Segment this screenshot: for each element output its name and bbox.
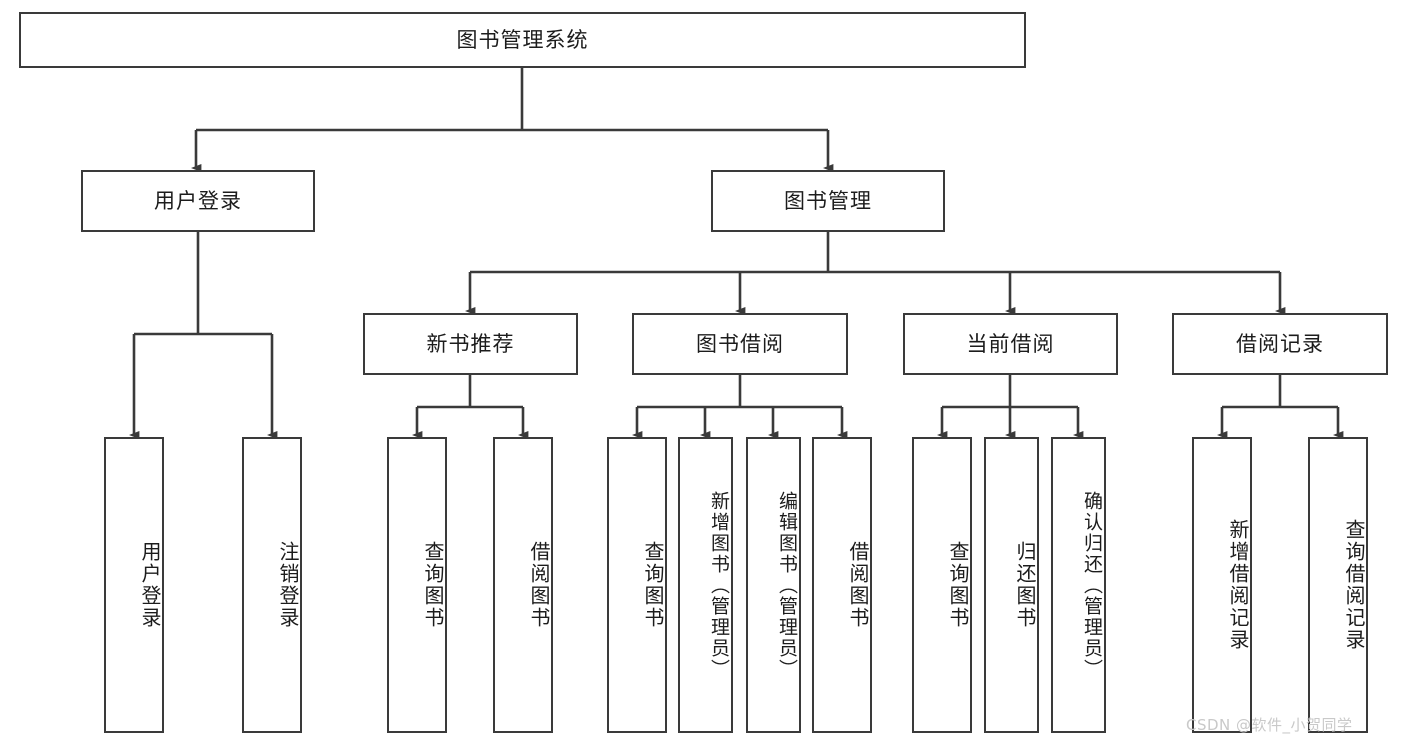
- leaf-add-book-admin[interactable]: 新增图书（管理员）: [678, 437, 733, 733]
- leaf-edit-book-admin[interactable]: 编辑图书（管理员）: [746, 437, 801, 733]
- csdn-watermark: CSDN @软件_小贺同学: [1186, 716, 1353, 734]
- node-book-management[interactable]: 图书管理: [711, 170, 945, 232]
- node-root-system[interactable]: 图书管理系统: [19, 12, 1026, 68]
- leaf-add-borrow-record[interactable]: 新增借阅记录: [1192, 437, 1252, 733]
- node-user-login[interactable]: 用户登录: [81, 170, 315, 232]
- leaf-query-book-borrow[interactable]: 查询图书: [607, 437, 667, 733]
- leaf-query-book-recommend[interactable]: 查询图书: [387, 437, 447, 733]
- node-new-book-recommend[interactable]: 新书推荐: [363, 313, 578, 375]
- leaf-borrow-book-recommend[interactable]: 借阅图书: [493, 437, 553, 733]
- node-current-borrow[interactable]: 当前借阅: [903, 313, 1118, 375]
- leaf-user-login[interactable]: 用户登录: [104, 437, 164, 733]
- leaf-confirm-return-admin[interactable]: 确认归还（管理员）: [1051, 437, 1106, 733]
- leaf-logout[interactable]: 注销登录: [242, 437, 302, 733]
- leaf-query-book-current[interactable]: 查询图书: [912, 437, 972, 733]
- leaf-borrow-book[interactable]: 借阅图书: [812, 437, 872, 733]
- leaf-query-borrow-record[interactable]: 查询借阅记录: [1308, 437, 1368, 733]
- node-book-borrow[interactable]: 图书借阅: [632, 313, 848, 375]
- node-borrow-record[interactable]: 借阅记录: [1172, 313, 1388, 375]
- leaf-return-book[interactable]: 归还图书: [984, 437, 1039, 733]
